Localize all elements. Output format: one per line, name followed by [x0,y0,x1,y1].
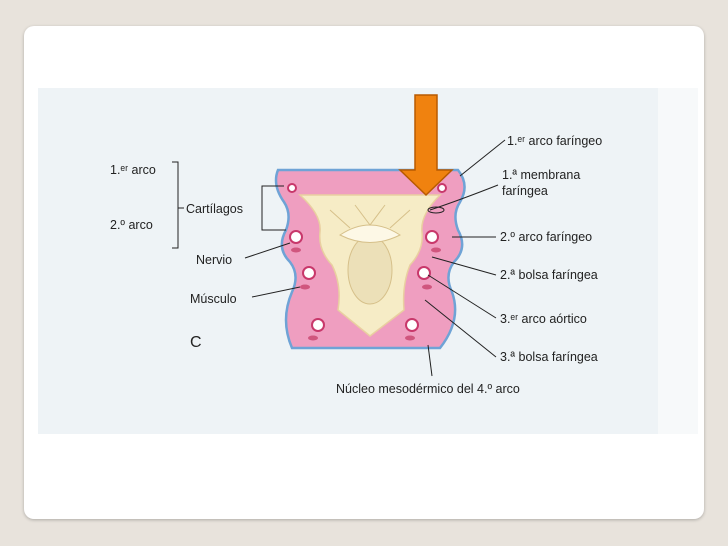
label-aortic-arch3: 3.ᵉʳ arco aórtico [500,312,587,326]
label-membrane-1: 1.ª membrana [502,168,581,182]
label-pouch2: 2.ª bolsa faríngea [500,268,598,282]
orange-arrow [398,94,454,197]
label-arch1-pharyngeal: 1.ᵉʳ arco faríngeo [507,134,603,148]
label-cartilages: Cartílagos [186,202,243,216]
label-muscle: Músculo [190,292,237,306]
label-nerve: Nervio [196,253,233,267]
label-arch2: 2.º arco [110,218,153,232]
left-arches [287,183,325,332]
label-membrane-2: faríngea [502,184,548,198]
label-panel: C [190,334,202,351]
label-arch1: 1.ᵉʳ arco [110,163,156,177]
label-pouch3: 3.ª bolsa faríngea [500,350,598,364]
central-structure [347,235,393,305]
right-arches [405,183,447,332]
figure-margin [658,88,698,434]
label-nucleus: Núcleo mesodérmico del 4.º arco [336,382,520,396]
muscle-marks [291,247,441,341]
label-arch2-pharyngeal: 2.º arco faríngeo [500,230,593,244]
leader-lines [172,139,506,377]
